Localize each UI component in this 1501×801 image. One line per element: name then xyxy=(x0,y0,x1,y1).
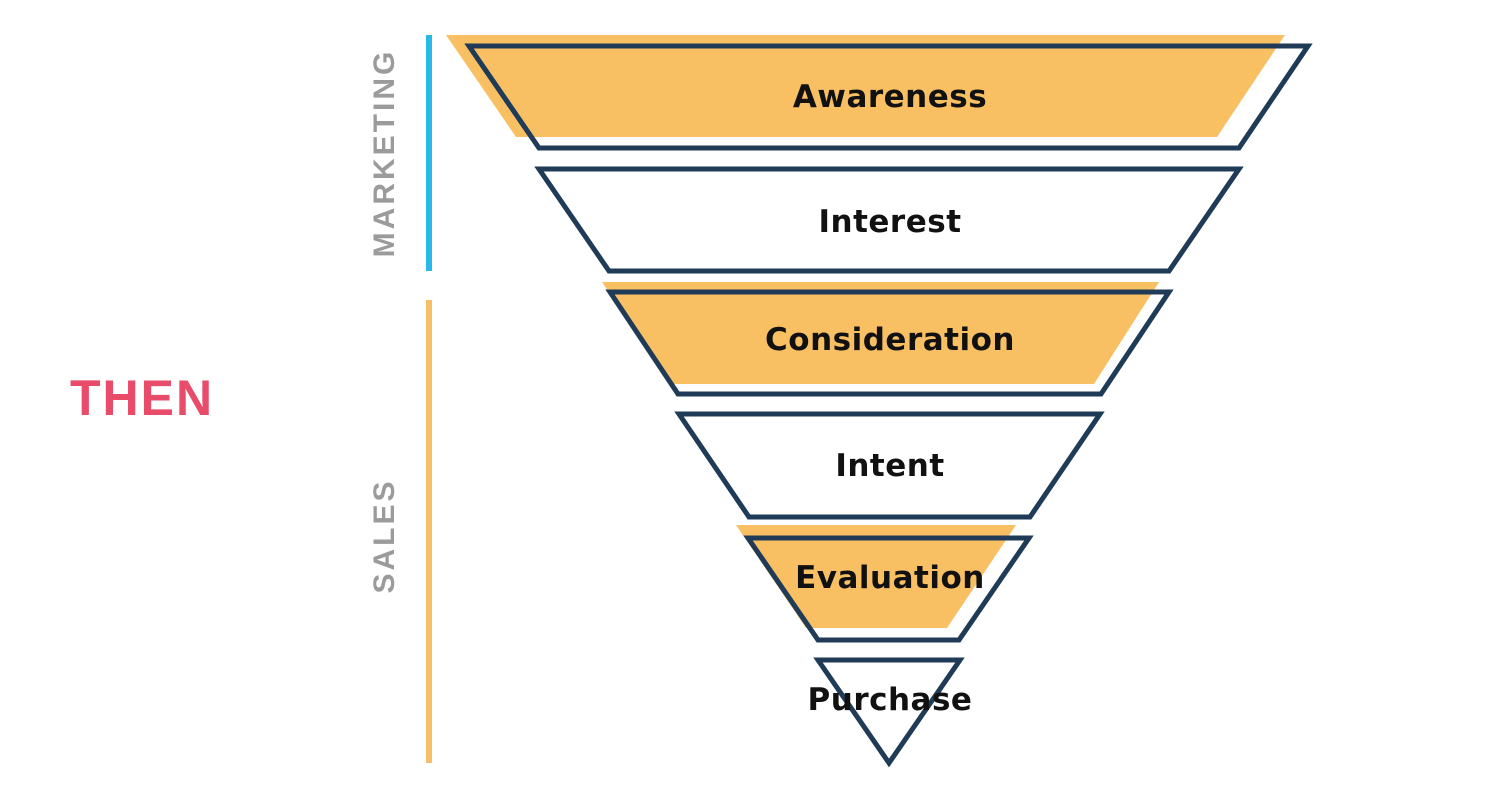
marketing-bar xyxy=(426,35,432,271)
stage-label-interest: Interest xyxy=(818,204,961,240)
consideration-fill xyxy=(602,282,1159,384)
intent-outline xyxy=(674,411,1105,520)
consideration-outline xyxy=(605,289,1174,397)
evaluation-fill xyxy=(736,525,1016,628)
evaluation-outline xyxy=(743,535,1034,643)
stage-label-awareness: Awareness xyxy=(793,79,987,115)
stage-label-intent: Intent xyxy=(835,448,944,484)
stage-label-consideration: Consideration xyxy=(765,322,1015,358)
interest-outline xyxy=(534,166,1244,274)
stage-label-evaluation: Evaluation xyxy=(795,560,985,596)
awareness-outline xyxy=(464,43,1313,151)
sales-bar xyxy=(426,300,432,763)
purchase-outline xyxy=(813,657,965,768)
then-heading: THEN xyxy=(70,370,215,426)
awareness-fill xyxy=(446,35,1285,137)
stage-label-purchase: Purchase xyxy=(808,682,973,718)
